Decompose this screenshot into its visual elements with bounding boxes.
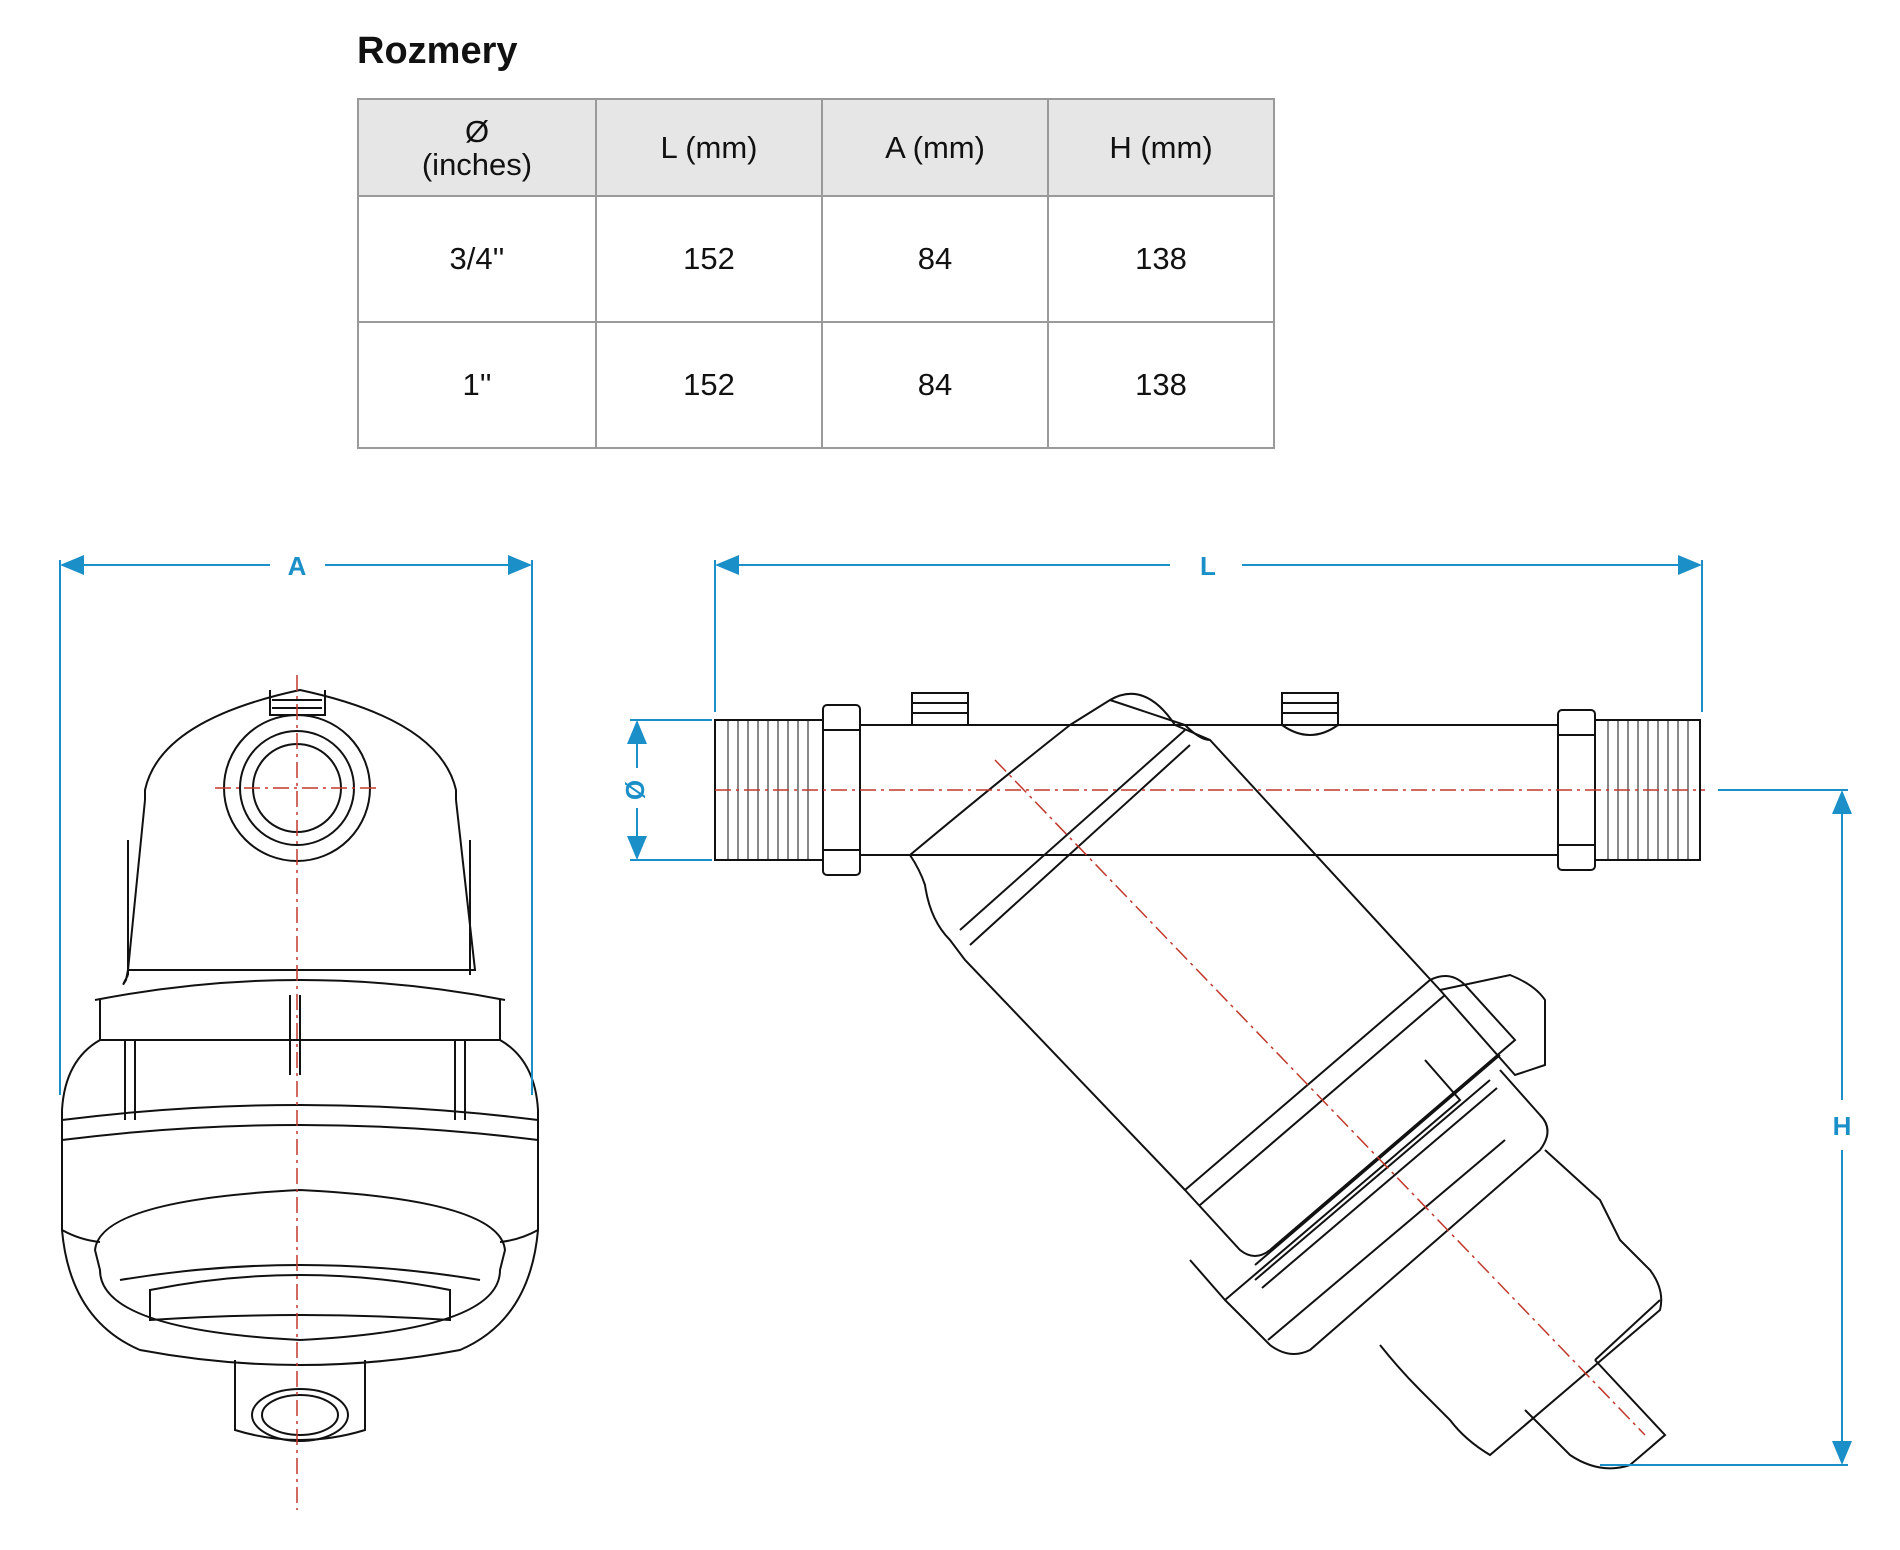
table-header-row: Ø (inches) L (mm) A (mm) H (mm): [357, 98, 1275, 197]
dimension-h: H: [1600, 789, 1852, 1466]
dimension-diameter: Ø: [620, 719, 712, 861]
table-row: 3/4'' 152 84 138: [357, 195, 1275, 323]
header-length: L (mm): [595, 98, 823, 197]
cell-height: 138: [1047, 321, 1275, 449]
dimensions-table: Ø (inches) L (mm) A (mm) H (mm) 3/4'' 15…: [357, 98, 1275, 449]
front-view: [61, 688, 539, 1442]
dimension-l: L: [714, 551, 1703, 712]
page-title: Rozmery: [357, 30, 518, 72]
header-diameter: Ø (inches): [357, 98, 597, 197]
dimension-l-label: L: [1200, 551, 1216, 581]
branch-center-line: [994, 759, 1646, 1436]
header-width: A (mm): [821, 98, 1049, 197]
cell-diameter: 3/4'': [357, 195, 597, 323]
cell-length: 152: [595, 321, 823, 449]
side-view: [714, 692, 1701, 1470]
cell-height: 138: [1047, 195, 1275, 323]
dimension-diameter-label: Ø: [620, 780, 650, 800]
dimension-a-label: A: [288, 551, 307, 581]
cell-length: 152: [595, 195, 823, 323]
dimension-a: A: [59, 551, 533, 1095]
cell-width: 84: [821, 195, 1049, 323]
dimension-h-label: H: [1833, 1111, 1852, 1141]
table-row: 1'' 152 84 138: [357, 321, 1275, 449]
cell-diameter: 1'': [357, 321, 597, 449]
cell-width: 84: [821, 321, 1049, 449]
header-height: H (mm): [1047, 98, 1275, 197]
